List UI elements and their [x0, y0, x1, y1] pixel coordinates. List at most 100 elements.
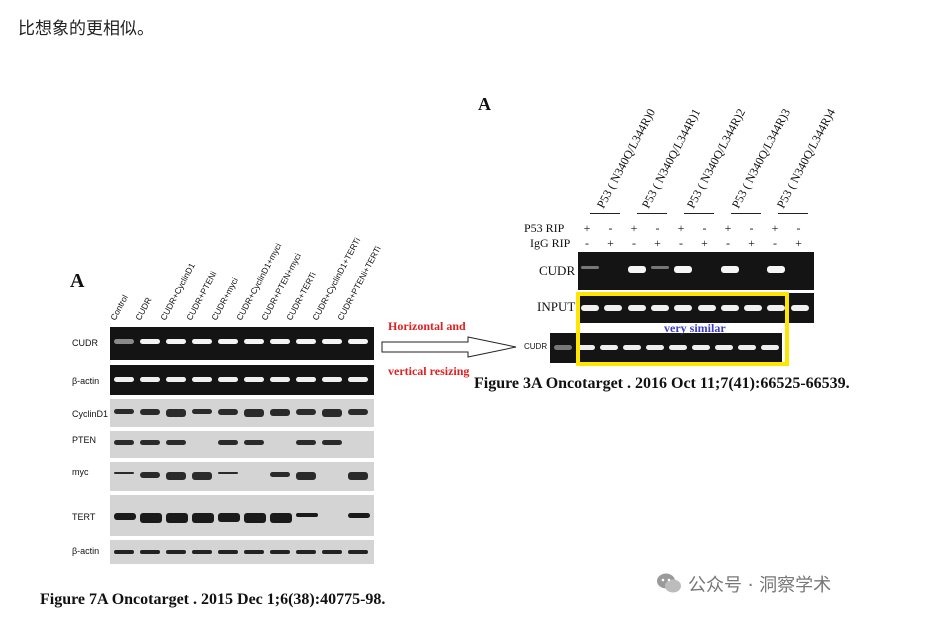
group-divider: [637, 213, 667, 214]
cudr-band: [296, 339, 316, 344]
inset-band: [669, 345, 687, 350]
input-band: [674, 305, 693, 311]
p53-rip-sign: +: [677, 221, 685, 235]
right-cudr-label: CUDR: [539, 263, 576, 278]
input-band: [790, 305, 809, 311]
right-input-label: INPUT: [537, 299, 576, 314]
left-row-label: β-actin: [72, 546, 100, 556]
p53-rip-sign: -: [796, 221, 801, 235]
inset-cudr-label: CUDR: [524, 342, 548, 351]
pten-band: [244, 440, 264, 445]
igg-rip-sign: -: [585, 236, 589, 250]
input-band: [767, 305, 786, 311]
pten-band: [296, 440, 316, 445]
p53-rip-sign: -: [608, 221, 613, 235]
left-lane-label: Control: [108, 293, 130, 322]
myc-band: [348, 472, 368, 480]
tert-band: [270, 513, 292, 523]
p53-rip-label: P53 RIP: [524, 221, 565, 235]
highlight-box: [576, 292, 789, 366]
actin-band: [218, 377, 238, 382]
input-band: [604, 305, 623, 311]
cyclind1-band: [270, 409, 290, 417]
myc-band: [166, 472, 186, 480]
igg-rip-sign: +: [701, 236, 708, 250]
group-divider: [731, 213, 761, 214]
very-similar-label: very similar: [664, 321, 726, 335]
cudr-band: [114, 339, 134, 344]
right-cudr-band: [627, 266, 646, 273]
left-caption: Figure 7A Oncotarget . 2015 Dec 1;6(38):…: [40, 591, 386, 608]
tert-band: [218, 513, 240, 523]
resize-annotation-line2: vertical resizing: [388, 364, 470, 378]
left-lane-label: CUDR+CyclinD1+myci: [234, 241, 284, 322]
actin-band: [270, 550, 290, 554]
right-cudr-band: [720, 266, 739, 273]
input-band: [744, 305, 763, 311]
cyclind1-band: [140, 409, 160, 415]
actin-band: [296, 377, 316, 382]
actin-band: [166, 377, 186, 382]
inset-band: [646, 345, 664, 350]
left-lane-label: CUDR: [133, 295, 154, 322]
tert-band: [296, 513, 318, 517]
myc-band: [192, 472, 212, 480]
pten-band: [166, 440, 186, 445]
input-band: [697, 305, 716, 311]
actin-band: [322, 377, 342, 382]
left-row-label: β-actin: [72, 376, 100, 386]
input-band: [581, 305, 599, 311]
igg-rip-sign: -: [679, 236, 683, 250]
actin-band: [114, 550, 134, 554]
p53-rip-sign: +: [583, 221, 591, 235]
myc-band: [270, 472, 290, 478]
pten-band: [140, 440, 160, 445]
tert-band: [140, 513, 162, 523]
cudr-band: [218, 339, 238, 344]
resize-annotation-line1: Horizontal and: [388, 319, 466, 333]
actin-band: [140, 550, 160, 554]
igg-rip-sign: -: [632, 236, 636, 250]
p53-rip-sign: +: [724, 221, 732, 235]
input-band: [720, 305, 739, 311]
actin-band: [192, 377, 212, 382]
myc-band: [140, 472, 160, 478]
input-band: [627, 305, 646, 311]
actin-band: [322, 550, 342, 554]
igg-rip-sign: +: [795, 236, 802, 250]
p53-rip-sign: -: [702, 221, 707, 235]
left-row-label: PTEN: [72, 435, 97, 445]
tert-band: [244, 513, 266, 523]
inset-band: [738, 345, 756, 350]
actin-band: [296, 550, 316, 554]
actin-band: [114, 377, 134, 382]
cyclind1-band: [244, 409, 264, 417]
actin-band: [140, 377, 160, 382]
actin-band: [270, 377, 290, 382]
myc-band: [218, 472, 238, 475]
wechat-icon: [657, 573, 681, 593]
igg-rip-sign: -: [773, 236, 777, 250]
right-cudr-band: [674, 266, 693, 273]
inset-band: [692, 345, 710, 350]
left-row-label: CyclinD1: [72, 409, 109, 419]
tert-band: [192, 513, 214, 523]
igg-rip-sign: +: [748, 236, 755, 250]
inset-band: [761, 345, 779, 350]
p53-rip-sign: -: [655, 221, 660, 235]
inset-band: [554, 345, 572, 350]
actin-band: [166, 550, 186, 554]
p53-rip-sign: +: [630, 221, 638, 235]
tert-band: [114, 513, 136, 521]
cyclind1-band: [114, 409, 134, 414]
group-divider: [778, 213, 808, 214]
pten-band: [322, 440, 342, 445]
myc-band: [296, 472, 316, 480]
left-row-label: TERT: [72, 512, 96, 522]
cudr-band: [322, 339, 342, 344]
left-row-label: CUDR: [72, 338, 98, 348]
intro-text: 比想象的更相似。: [18, 19, 154, 39]
cyclind1-band: [218, 409, 238, 415]
p53-rip-sign: -: [749, 221, 754, 235]
group-divider: [590, 213, 620, 214]
